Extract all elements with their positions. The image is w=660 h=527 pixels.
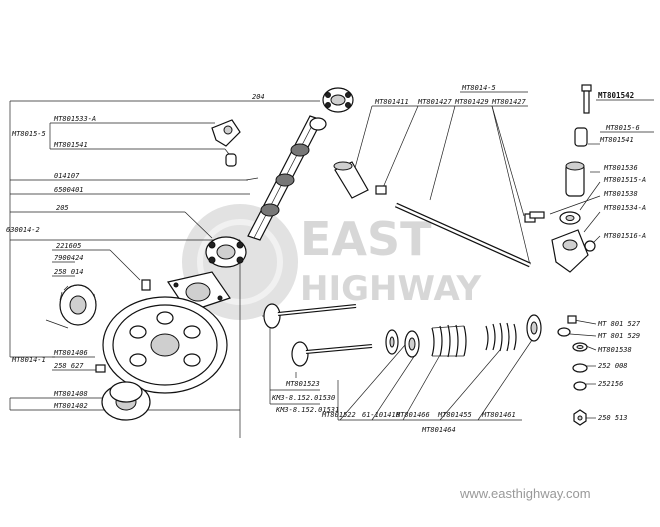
rocker-801533a [211,119,241,147]
camshaft [247,115,327,241]
label-801455: MT801455 [437,411,472,419]
pushrod-801429 [394,202,532,268]
small-gear-258014 [59,284,97,326]
label-801533a: MT801533-A [53,115,96,123]
spring-801455 [485,322,517,352]
label-258014: 258 014 [54,268,84,276]
valve-lower [291,341,373,367]
left-leader-lines [9,100,320,438]
washer-801522 [385,329,399,355]
pushrod-cup-801411 [333,161,369,199]
label-250513: 250 513 [598,414,628,422]
label-204: 204 [252,93,265,101]
label-801408: MT801408 [53,390,88,398]
label-801522: MT801522 [321,411,356,419]
large-gear [102,296,228,394]
hub-801408 [101,381,151,421]
label-801461: MT801461 [481,411,516,419]
watermark-url: www.easthighway.com [459,486,591,501]
bolt-221605 [141,279,151,291]
bearing-204 [322,87,354,113]
label-801541a: MT801541 [53,141,88,149]
label-801411: MT801411 [374,98,409,106]
label-80155: MT8015-5 [11,130,46,138]
label-801536: MT801536 [603,164,638,172]
label-252008: 252 008 [598,362,628,370]
nut-801516a [584,240,596,252]
bushing-801541-left [225,153,237,167]
bottom-leader-lines [262,315,597,421]
adjuster-801427 [375,185,387,195]
valve-upper [263,303,357,329]
label-801466: MT801466 [395,411,430,419]
bolt-801542 [581,84,592,114]
label-80141: MT8014-1 [11,356,46,364]
right-small-parts [557,315,588,426]
label-801515a: MT801515-A [603,176,646,184]
label-80145: MT8014-5 [461,84,496,92]
label-7900424: 7900424 [54,254,84,262]
label-801402: MT801402 [53,402,88,410]
retainer-801461 [526,314,542,342]
label-801406: MT801406 [53,349,88,357]
label-801516a: MT801516-A [603,232,646,240]
label-801429: MT801429 [454,98,489,106]
label-801538a: MT801538 [603,190,638,198]
label-801523: MT801523 [285,380,320,388]
watermark-line2: HIGHWAY [300,269,482,309]
label-801541b: MT801541 [599,136,634,144]
watermark-line1: EAST [300,212,432,266]
label-6300142: 630014-2 [6,226,40,234]
label-258627: 258 627 [54,362,84,370]
bearing-205 [205,236,247,268]
pin-014107 [245,177,259,181]
label-801427a: MT801427 [417,98,453,106]
label-801464: MT801464 [421,426,456,434]
label-801529: MT 801 529 [597,332,640,340]
spring-801466 [431,324,467,358]
label-80156: MT8015-6 [605,124,640,132]
right-leader-lines [549,99,654,247]
label-221605: 221605 [56,242,81,250]
label-kmz2: KM3-8.152.01531 [275,406,339,414]
label-801542: MT801542 [598,91,634,100]
key-80141 [45,319,69,329]
label-kmz1: KM3-8.152.01530 [271,394,335,402]
washer-6101418 [404,330,420,358]
rocker-801534a [551,229,589,273]
washer-801538 [559,211,581,225]
label-6500401: 6500401 [54,186,84,194]
spacer-801536 [565,161,585,197]
label-801538b: MT801538 [597,346,632,354]
label-801534a: MT801534-A [603,204,646,212]
label-252156: 252156 [598,380,623,388]
label-801427b: MT801427 [491,98,527,106]
part-labels: 204 MT801533-A MT8015-5 MT801541 014107 … [6,84,646,434]
screw-801515a [529,211,545,219]
label-205: 205 [56,204,69,212]
pin-258627 [95,364,106,373]
bushing-801541-right [574,127,588,147]
label-014107: 014107 [54,172,80,180]
label-801527: MT 801 527 [597,320,641,328]
top-leader-lines [354,91,531,266]
label-6101418: 61-101418 [362,411,400,419]
